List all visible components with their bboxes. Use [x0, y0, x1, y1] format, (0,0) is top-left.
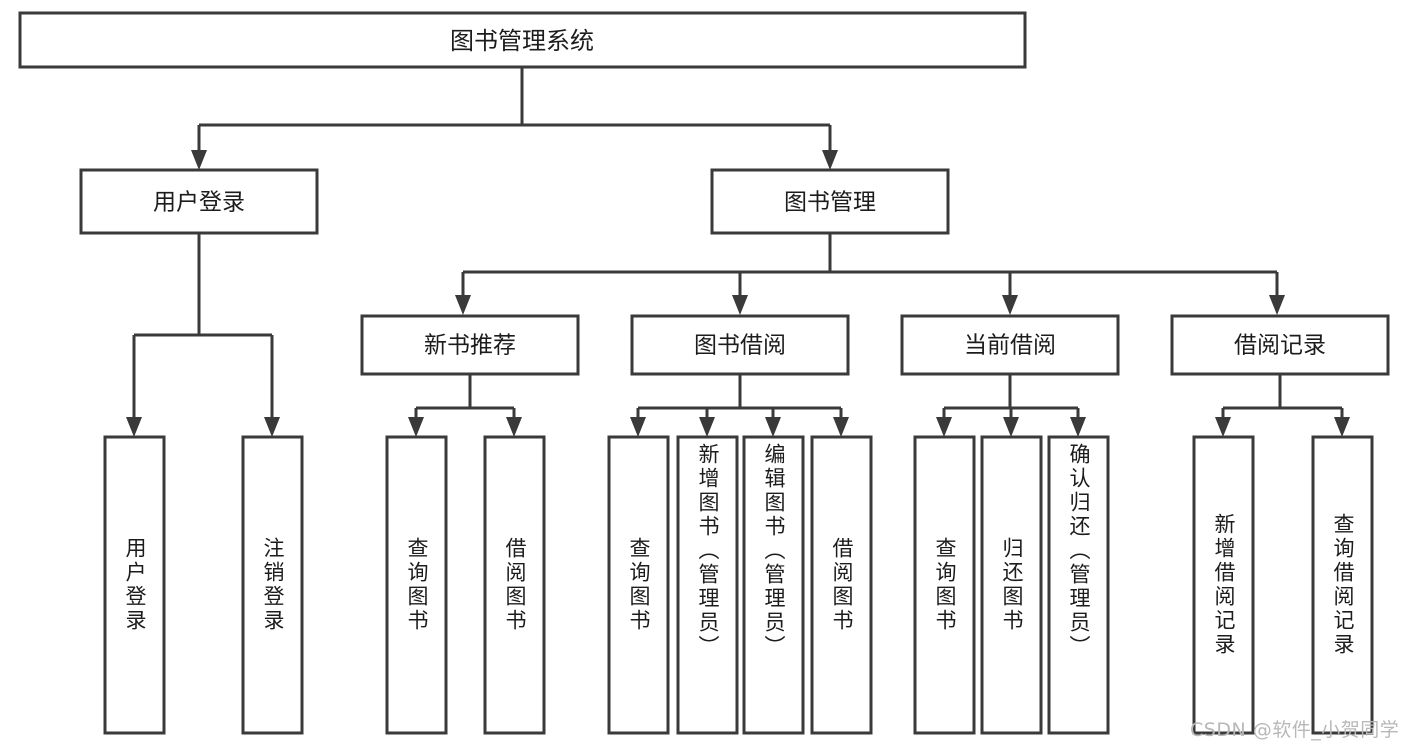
node-current-borrow[interactable]: 当前借阅: [900, 314, 1120, 376]
node-book-management[interactable]: 图书管理: [710, 168, 950, 235]
leaf-box-query-book-2[interactable]: [607, 435, 670, 735]
arrow-head-leaf-user-login: [126, 417, 142, 437]
arrow-head-bookborrow-leaf-2: [699, 417, 715, 437]
node-user-login-box[interactable]: [79, 168, 319, 235]
leaf-box-group: [103, 435, 1374, 735]
csdn-watermark: CSDN @软件_小贺同学: [1190, 719, 1400, 741]
arrow-head-borrowrecord-leaf-1: [1215, 417, 1231, 437]
node-root-box[interactable]: [18, 11, 1027, 69]
arrow-head-newbook-leaf-1: [408, 417, 424, 437]
connector-group: [126, 67, 1350, 437]
arrow-head-newbook-leaf-2: [506, 417, 522, 437]
node-book-borrow[interactable]: 图书借阅: [630, 314, 850, 376]
arrow-head-leaf-logout: [264, 417, 280, 437]
node-book-management-label: 图书管理: [784, 190, 876, 216]
leaf-box-add-book-admin[interactable]: [676, 435, 739, 735]
node-book-borrow-box[interactable]: [630, 314, 850, 376]
arrow-head-current-borrow: [1002, 295, 1018, 315]
arrow-head-bookborrow-leaf-1: [630, 417, 646, 437]
node-user-login-label: 用户登录: [153, 190, 245, 216]
arrow-head-book-borrow: [732, 295, 748, 315]
arrow-head-user-login: [191, 150, 207, 170]
arrow-head-bookborrow-leaf-4: [833, 417, 849, 437]
node-user-login[interactable]: 用户登录: [79, 168, 319, 235]
leaf-box-query-book-1[interactable]: [385, 435, 448, 735]
node-borrow-record[interactable]: 借阅记录: [1170, 314, 1390, 376]
node-new-book-recommend-box[interactable]: [360, 314, 580, 376]
leaf-box-edit-book-admin[interactable]: [742, 435, 805, 735]
arrow-head-bookborrow-leaf-3: [765, 417, 781, 437]
arrow-head-new-book: [455, 295, 471, 315]
node-borrow-record-box[interactable]: [1170, 314, 1390, 376]
node-new-book-recommend[interactable]: 新书推荐: [360, 314, 580, 376]
node-borrow-record-label: 借阅记录: [1234, 333, 1326, 359]
node-book-management-box[interactable]: [710, 168, 950, 235]
leaf-box-borrow-book-1[interactable]: [483, 435, 546, 735]
leaf-box-user-login[interactable]: [103, 435, 166, 735]
leaf-box-query-book-3[interactable]: [913, 435, 976, 735]
node-root-label: 图书管理系统: [450, 27, 594, 55]
arrow-head-borrow-record: [1269, 295, 1285, 315]
leaf-box-query-record[interactable]: [1311, 435, 1374, 735]
leaf-box-add-record[interactable]: [1192, 435, 1255, 735]
leaf-box-logout[interactable]: [241, 435, 304, 735]
leaf-box-borrow-book-2[interactable]: [810, 435, 873, 735]
arrow-head-currentborrow-leaf-1: [936, 417, 952, 437]
arrow-head-currentborrow-leaf-3: [1070, 417, 1086, 437]
node-current-borrow-box[interactable]: [900, 314, 1120, 376]
node-new-book-recommend-label: 新书推荐: [424, 333, 516, 359]
node-book-borrow-label: 图书借阅: [694, 333, 786, 359]
node-current-borrow-label: 当前借阅: [964, 333, 1056, 359]
leaf-box-confirm-return[interactable]: [1047, 435, 1110, 735]
arrow-head-book-mgmt: [822, 150, 838, 170]
arrow-head-borrowrecord-leaf-2: [1334, 417, 1350, 437]
node-root[interactable]: 图书管理系统: [18, 11, 1027, 69]
leaf-box-return-book[interactable]: [980, 435, 1043, 735]
arrow-head-currentborrow-leaf-2: [1003, 417, 1019, 437]
